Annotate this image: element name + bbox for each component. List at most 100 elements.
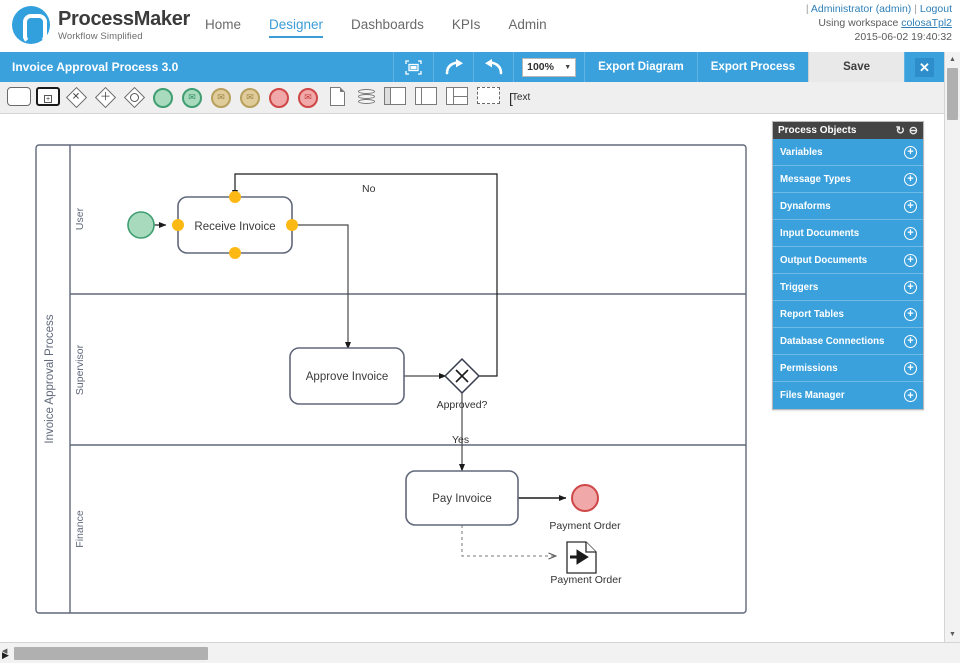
add-permission-icon[interactable]: + (904, 361, 917, 375)
start-event[interactable] (127, 211, 155, 239)
selection-handle-left[interactable] (172, 219, 184, 231)
add-trigger-icon[interactable]: + (904, 280, 917, 294)
end-message-event-tool[interactable]: ✉ (297, 87, 319, 109)
data-store-tool[interactable] (355, 87, 377, 109)
process-object-output-documents[interactable]: Output Documents + (773, 247, 923, 274)
end-event-tool[interactable] (268, 87, 290, 109)
lane-tool[interactable] (415, 86, 439, 109)
start-message-event-tool[interactable]: ✉ (181, 87, 203, 109)
add-dynaform-icon[interactable]: + (904, 199, 917, 213)
scroll-up-arrow-icon[interactable]: ▲ (945, 52, 960, 67)
horizontal-lane-icon (446, 86, 468, 105)
selection-handle-top[interactable] (229, 191, 241, 203)
add-database-connection-icon[interactable]: + (904, 334, 917, 348)
intermediate-message-event-tool[interactable]: ✉ (239, 87, 261, 109)
process-object-files-manager[interactable]: Files Manager + (773, 382, 923, 409)
horizontal-lane-tool[interactable] (446, 86, 470, 109)
add-input-document-icon[interactable]: + (904, 226, 917, 240)
data-object-payment-order[interactable] (566, 541, 597, 574)
gateway-approved[interactable] (443, 357, 481, 395)
text-annotation-tool[interactable]: [ Text (509, 87, 553, 109)
parallel-gateway-tool[interactable]: ＋ (94, 86, 116, 109)
export-diagram-button[interactable]: Export Diagram (584, 52, 697, 82)
process-title: Invoice Approval Process 3.0 (12, 60, 179, 74)
gateway-label: Approved? (437, 399, 488, 411)
intermediate-event-icon: ✉ (211, 87, 231, 108)
exclusive-gateway-tool[interactable]: ✕ (65, 86, 87, 109)
logout-link[interactable]: Logout (919, 3, 952, 15)
task-approve-invoice[interactable] (289, 347, 405, 405)
process-title-area: Invoice Approval Process 3.0 (0, 52, 393, 82)
x-glyph: ✕ (71, 90, 81, 102)
add-report-table-icon[interactable]: + (904, 307, 917, 321)
brand-logo[interactable]: ProcessMaker Workflow Simplified (12, 6, 190, 44)
nav-item-dashboards[interactable]: Dashboards (351, 17, 424, 32)
horizontal-scrollbar[interactable]: ◀ (0, 642, 960, 663)
workspace-line: Using workspace colosaTpl2 (806, 16, 952, 30)
task-shape-tool[interactable] (7, 86, 31, 109)
process-object-triggers[interactable]: Triggers + (773, 274, 923, 301)
process-object-message-types[interactable]: Message Types + (773, 166, 923, 193)
nav-item-admin[interactable]: Admin (508, 17, 547, 32)
start-event-tool[interactable] (152, 87, 174, 109)
process-object-report-tables[interactable]: Report Tables + (773, 301, 923, 328)
main-navigation: Home Designer Dashboards KPIs Admin (205, 17, 547, 38)
fullscreen-button[interactable] (393, 52, 433, 82)
label: Report Tables (780, 308, 844, 320)
intermediate-message-event-icon: ✉ (240, 87, 260, 108)
collapse-icon[interactable]: ⊖ (908, 125, 918, 137)
subprocess-shape-tool[interactable]: + (36, 86, 60, 109)
end-event-payment-order[interactable] (571, 484, 599, 512)
process-object-dynaforms[interactable]: Dynaforms + (773, 193, 923, 220)
save-button[interactable]: Save (808, 52, 904, 82)
start-event-icon (153, 87, 173, 108)
add-file-icon[interactable]: + (904, 389, 917, 402)
flow-receive-to-approve[interactable] (292, 224, 351, 350)
vertical-scroll-thumb[interactable] (947, 68, 958, 120)
group-tool[interactable] (477, 86, 502, 109)
nav-item-designer[interactable]: Designer (269, 17, 324, 38)
scroll-left-arrow-icon[interactable]: ◀ (2, 648, 8, 655)
task-pay-invoice[interactable] (405, 470, 519, 526)
user-name-link[interactable]: Administrator (admin) (810, 3, 912, 15)
selection-handle-bottom[interactable] (229, 247, 241, 259)
horizontal-scroll-thumb[interactable] (14, 647, 208, 660)
association-pay-to-payment-order-doc[interactable] (461, 525, 556, 556)
refresh-icon[interactable]: ↻ (895, 125, 905, 137)
intermediate-event-tool[interactable]: ✉ (210, 87, 232, 109)
zoom-select[interactable]: 100% ▼ (522, 57, 577, 77)
scroll-down-arrow-icon[interactable]: ▼ (945, 627, 960, 642)
server-timestamp: 2015-06-02 19:40:32 (854, 31, 953, 44)
add-message-type-icon[interactable]: + (904, 172, 917, 186)
start-message-event-icon: ✉ (182, 87, 202, 108)
add-output-document-icon[interactable]: + (904, 253, 917, 267)
inclusive-gateway-tool[interactable] (123, 86, 145, 109)
lane-label-supervisor: Supervisor (74, 344, 86, 395)
export-process-button[interactable]: Export Process (696, 52, 808, 82)
gateway-parallel-icon: ＋ (94, 86, 116, 108)
workspace-name-link[interactable]: colosaTpl2 (901, 17, 952, 30)
bpmn-diagram[interactable]: Invoice Approval Process User Supervisor… (0, 114, 944, 642)
data-object-tool[interactable] (326, 86, 348, 109)
nav-item-kpis[interactable]: KPIs (451, 17, 481, 32)
processmaker-logo-icon (12, 6, 50, 44)
undo-button[interactable] (473, 52, 513, 82)
circle-glyph (129, 92, 139, 102)
task-approve-invoice-label: Approve Invoice (306, 371, 388, 383)
zoom-control[interactable]: 100% ▼ (513, 52, 584, 82)
selection-handle-right[interactable] (286, 219, 298, 231)
document-icon (329, 86, 345, 106)
pool-tool[interactable] (384, 86, 408, 109)
app-header: ProcessMaker Workflow Simplified Home De… (0, 0, 960, 52)
process-object-database-connections[interactable]: Database Connections + (773, 328, 923, 355)
add-variable-icon[interactable]: + (904, 145, 917, 159)
close-button[interactable]: ✕ (904, 52, 944, 82)
undo-arrow-icon (484, 58, 502, 74)
redo-button[interactable] (433, 52, 473, 82)
vertical-scrollbar[interactable]: ▲ ▼ (944, 52, 960, 642)
process-object-input-documents[interactable]: Input Documents + (773, 220, 923, 247)
process-object-permissions[interactable]: Permissions + (773, 355, 923, 382)
process-object-variables[interactable]: Variables + (773, 139, 923, 166)
flow-gateway-no-loopback[interactable] (232, 173, 498, 377)
nav-item-home[interactable]: Home (205, 17, 242, 32)
